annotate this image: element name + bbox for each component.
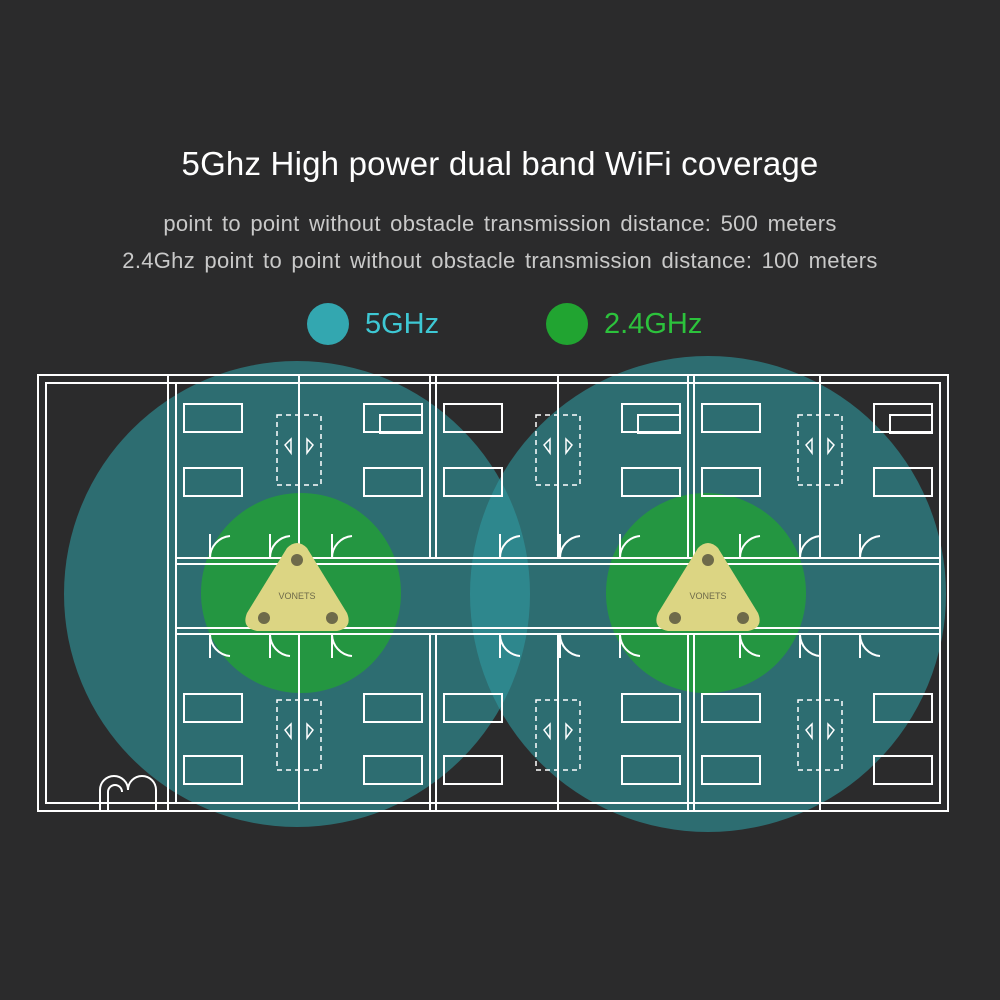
bed-shape: [873, 755, 933, 785]
wardrobe-outlines: [276, 414, 843, 771]
bed-shape: [183, 467, 243, 497]
fixture-shape: [543, 722, 573, 741]
legend-item-24ghz: 2.4GHz: [546, 302, 702, 346]
device-brand-label: VONETS: [689, 591, 726, 601]
door-arc: [798, 534, 821, 559]
bed-shape: [873, 467, 933, 497]
wardrobe-outline: [797, 414, 843, 486]
bed-shape: [183, 693, 243, 723]
fixture-shape: [543, 437, 573, 456]
nightstand-shape: [637, 414, 681, 434]
bed-shape: [363, 755, 423, 785]
antenna-pin-icon: [702, 554, 714, 566]
door-arc: [330, 534, 353, 559]
wardrobe-outline: [276, 699, 322, 771]
room-furniture: [183, 403, 933, 785]
antenna-pin-icon: [669, 612, 681, 624]
wardrobe-outline: [797, 699, 843, 771]
legend-item-5ghz: 5GHz: [307, 302, 439, 346]
bed-shape: [621, 693, 681, 723]
door-arc: [618, 534, 641, 559]
bed-shape: [701, 467, 761, 497]
bed-shape: [701, 755, 761, 785]
door-arcs: [208, 534, 881, 658]
door-arc: [208, 534, 231, 559]
bed-shape: [621, 755, 681, 785]
bed-shape: [443, 755, 503, 785]
legend-swatch-5ghz: [307, 303, 349, 345]
wardrobe-outline: [535, 699, 581, 771]
legend-label-24ghz: 2.4GHz: [604, 307, 703, 340]
bed-shape: [363, 467, 423, 497]
wardrobe-outline: [535, 414, 581, 486]
legend-label-5ghz: 5GHz: [365, 307, 440, 340]
spec-24ghz-distance: 2.4Ghz point to point without obstacle t…: [122, 248, 878, 273]
fixture-shape: [805, 437, 835, 456]
antenna-pin-icon: [291, 554, 303, 566]
door-arc: [268, 534, 291, 559]
door-arc: [618, 633, 641, 658]
bed-shape: [701, 693, 761, 723]
fixture-shape: [284, 437, 314, 456]
router-device-right: VONETS: [656, 543, 760, 631]
bed-shape: [183, 403, 243, 433]
device-brand-label: VONETS: [278, 591, 315, 601]
door-arc: [498, 633, 521, 658]
nightstand-shape: [889, 414, 933, 434]
door-arc: [558, 633, 581, 658]
door-arc: [558, 534, 581, 559]
bed-shape: [701, 403, 761, 433]
router-device-left: VONETS: [245, 543, 349, 631]
bed-shape: [183, 755, 243, 785]
door-arc: [798, 633, 821, 658]
door-arc: [208, 633, 231, 658]
spec-5ghz-distance: point to point without obstacle transmis…: [163, 211, 837, 236]
bed-shape: [443, 693, 503, 723]
door-arc: [330, 633, 353, 658]
bed-shape: [873, 403, 933, 433]
wardrobe-outline: [276, 414, 322, 486]
fixture-shape: [284, 722, 314, 741]
door-arc: [268, 633, 291, 658]
fixture-shape: [805, 722, 835, 741]
legend-swatch-24ghz: [546, 303, 588, 345]
bed-shape: [873, 693, 933, 723]
bed-shape: [443, 403, 503, 433]
nightstand-shape: [379, 414, 423, 434]
antenna-pin-icon: [258, 612, 270, 624]
bed-shape: [363, 693, 423, 723]
door-arc: [738, 534, 761, 559]
door-arc: [498, 534, 521, 559]
antenna-pin-icon: [737, 612, 749, 624]
antenna-pin-icon: [326, 612, 338, 624]
door-arc: [858, 633, 881, 658]
bed-shape: [621, 467, 681, 497]
door-arc: [738, 633, 761, 658]
door-arc: [858, 534, 881, 559]
page-title: 5Ghz High power dual band WiFi coverage: [181, 145, 819, 182]
bed-shape: [443, 467, 503, 497]
